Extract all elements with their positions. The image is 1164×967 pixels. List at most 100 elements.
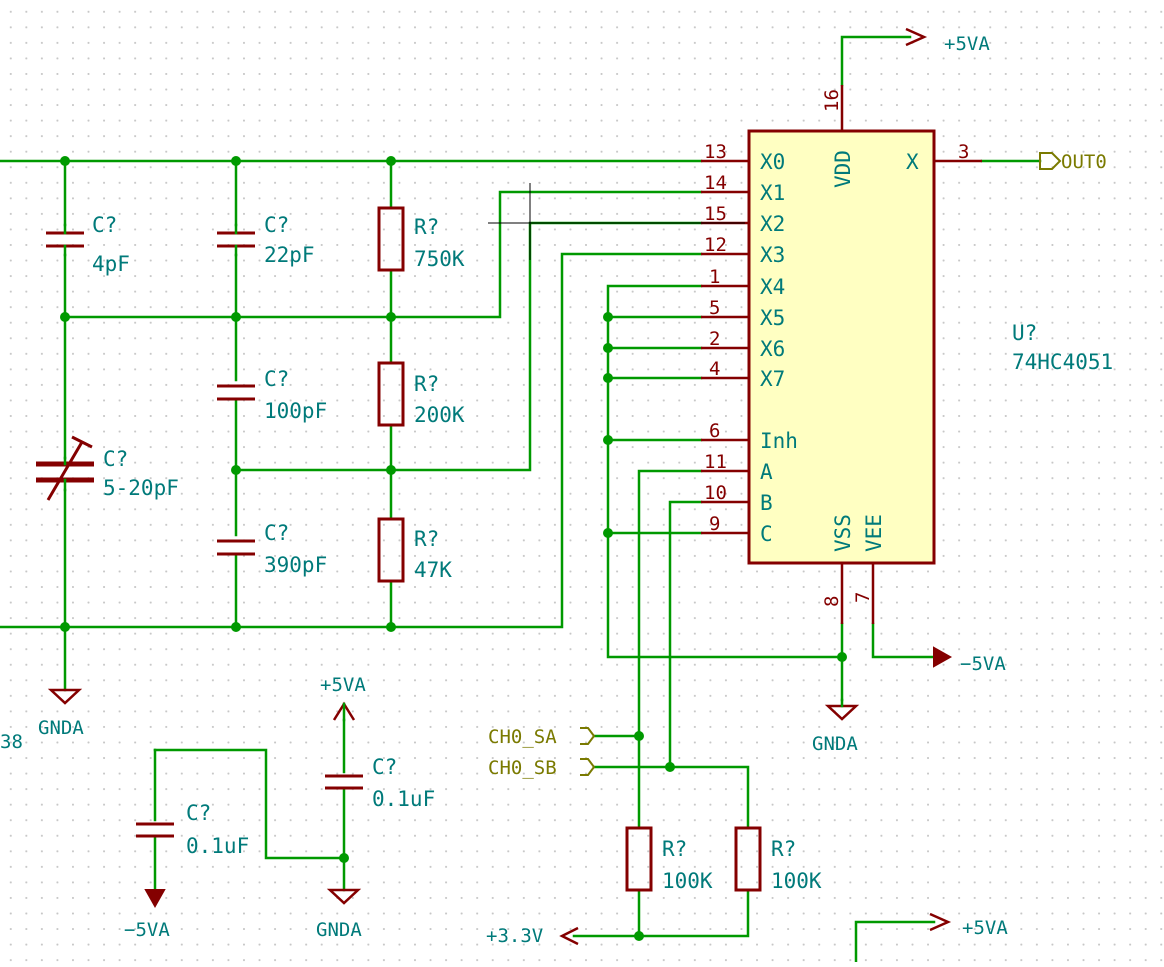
resistor-reference: R? — [414, 527, 439, 551]
crosshair-cursor — [488, 183, 745, 260]
resistor-100k-b[interactable]: R? 100K — [734, 826, 822, 893]
pin-number-1: 1 — [709, 266, 720, 288]
pin-label-x: X — [906, 150, 919, 174]
ic-reference: U? — [1012, 321, 1037, 345]
power-label: GNDA — [812, 733, 858, 755]
capacitor-390pf[interactable]: C? 390pF — [217, 521, 327, 577]
power-label: +3.3V — [486, 925, 543, 947]
pin-number-7: 7 — [852, 592, 874, 603]
power-minus5va-vee[interactable]: −5VA — [933, 646, 1006, 675]
pin-number-12: 12 — [704, 234, 727, 256]
pin-number-3: 3 — [958, 141, 969, 163]
net-label-ch0-sa[interactable]: CH0_SA — [488, 726, 596, 748]
ground-gnda-ic[interactable]: GNDA — [812, 698, 860, 755]
pin-number-10: 10 — [704, 482, 727, 504]
resistor-reference: R? — [414, 372, 439, 396]
capacitor-reference: C? — [372, 755, 397, 779]
resistor-47k[interactable]: R? 47K — [377, 517, 452, 583]
pin-label-x6: X6 — [760, 337, 785, 361]
pin-label-a: A — [760, 460, 773, 484]
pin-number-4: 4 — [709, 358, 720, 380]
resistor-reference: R? — [662, 837, 687, 861]
pin-label-x3: X3 — [760, 243, 785, 267]
power-plus3v3[interactable]: +3.3V — [486, 925, 579, 947]
pin-label-x0: X0 — [760, 150, 785, 174]
capacitor-value: 390pF — [264, 553, 327, 577]
capacitor-value: 22pF — [264, 243, 315, 267]
resistor-reference: R? — [771, 837, 796, 861]
pin-label-b: B — [760, 491, 773, 515]
capacitor-reference: C? — [264, 521, 289, 545]
resistor-100k-a[interactable]: R? 100K — [625, 826, 713, 893]
resistor-200k[interactable]: R? 200K — [377, 361, 465, 427]
power-label: GNDA — [38, 717, 84, 739]
pin-label-vdd: VDD — [831, 150, 855, 188]
pin-label-inh: Inh — [760, 429, 798, 453]
capacitor-value: 0.1uF — [372, 787, 435, 811]
capacitor-4pf[interactable]: C? 4pF — [46, 213, 130, 276]
capacitor-value: 5-20pF — [103, 476, 179, 500]
ic-value: 74HC4051 — [1012, 350, 1113, 374]
capacitor-reference: C? — [264, 367, 289, 391]
capacitor-reference: C? — [103, 447, 128, 471]
resistor-750k[interactable]: R? 750K — [377, 206, 465, 272]
pin-number-11: 11 — [704, 451, 727, 473]
capacitor-value: 100pF — [264, 399, 327, 423]
trimmer-capacitor-5-20pf[interactable]: C? 5-20pF — [36, 435, 179, 501]
pin-label-x7: X7 — [760, 367, 785, 391]
pin-label-c: C — [760, 522, 773, 546]
power-minus5va-bypass[interactable]: −5VA — [124, 889, 170, 941]
net-label-ch0-sb[interactable]: CH0_SB — [488, 757, 596, 779]
net-label-text: CH0_SA — [488, 726, 557, 748]
pin-label-x2: X2 — [760, 212, 785, 236]
capacitor-22pf[interactable]: C? 22pF — [217, 213, 315, 267]
bypass-capacitor-negative[interactable]: C? 0.1uF — [136, 801, 249, 858]
capacitor-value: 4pF — [92, 252, 130, 276]
resistor-reference: R? — [414, 215, 439, 239]
power-label: +5VA — [944, 33, 990, 55]
ic-74hc4051[interactable]: X0 X1 X2 X3 X4 X5 X6 X7 Inh A B C VDD X … — [701, 85, 1113, 624]
net-label-text: CH0_SB — [488, 757, 557, 779]
clipped-label: 38 — [0, 731, 23, 753]
capacitor-value: 0.1uF — [186, 834, 249, 858]
pin-number-13: 13 — [704, 141, 727, 163]
ground-gnda-left[interactable]: GNDA 38 — [0, 688, 84, 753]
pin-number-6: 6 — [709, 420, 720, 442]
power-plus5va-bottom[interactable]: +5VA — [929, 912, 1008, 939]
pin-number-16: 16 — [821, 89, 843, 112]
power-label: −5VA — [124, 919, 170, 941]
pin-number-5: 5 — [709, 297, 720, 319]
power-label: GNDA — [316, 919, 362, 941]
junctions — [60, 156, 847, 941]
net-label-out0[interactable]: OUT0 — [1039, 151, 1107, 173]
pin-label-vss: VSS — [831, 514, 855, 552]
resistor-value: 100K — [662, 869, 713, 893]
resistor-value: 47K — [414, 558, 452, 582]
pin-label-x1: X1 — [760, 181, 785, 205]
pin-number-14: 14 — [704, 172, 727, 194]
capacitor-reference: C? — [264, 213, 289, 237]
pin-label-vee: VEE — [862, 514, 886, 552]
power-plus5va-bypass[interactable]: +5VA — [320, 674, 366, 722]
pin-label-x4: X4 — [760, 275, 785, 299]
pin-number-2: 2 — [709, 328, 720, 350]
capacitor-reference: C? — [92, 213, 117, 237]
power-plus5va-vdd[interactable]: +5VA — [905, 27, 990, 55]
ground-gnda-bypass[interactable]: GNDA — [316, 888, 362, 941]
capacitor-100pf[interactable]: C? 100pF — [217, 367, 327, 423]
capacitor-reference: C? — [186, 801, 211, 825]
resistor-value: 100K — [771, 869, 822, 893]
resistor-value: 200K — [414, 403, 465, 427]
pin-label-x5: X5 — [760, 306, 785, 330]
bypass-capacitor-positive[interactable]: C? 0.1uF — [325, 755, 435, 811]
resistor-value: 750K — [414, 247, 465, 271]
pin-number-8: 8 — [821, 596, 843, 607]
power-label: +5VA — [962, 917, 1008, 939]
power-label: −5VA — [960, 653, 1006, 675]
pin-number-15: 15 — [704, 203, 727, 225]
net-label-text: OUT0 — [1061, 151, 1107, 173]
pin-number-9: 9 — [709, 513, 720, 535]
power-label: +5VA — [320, 674, 366, 696]
